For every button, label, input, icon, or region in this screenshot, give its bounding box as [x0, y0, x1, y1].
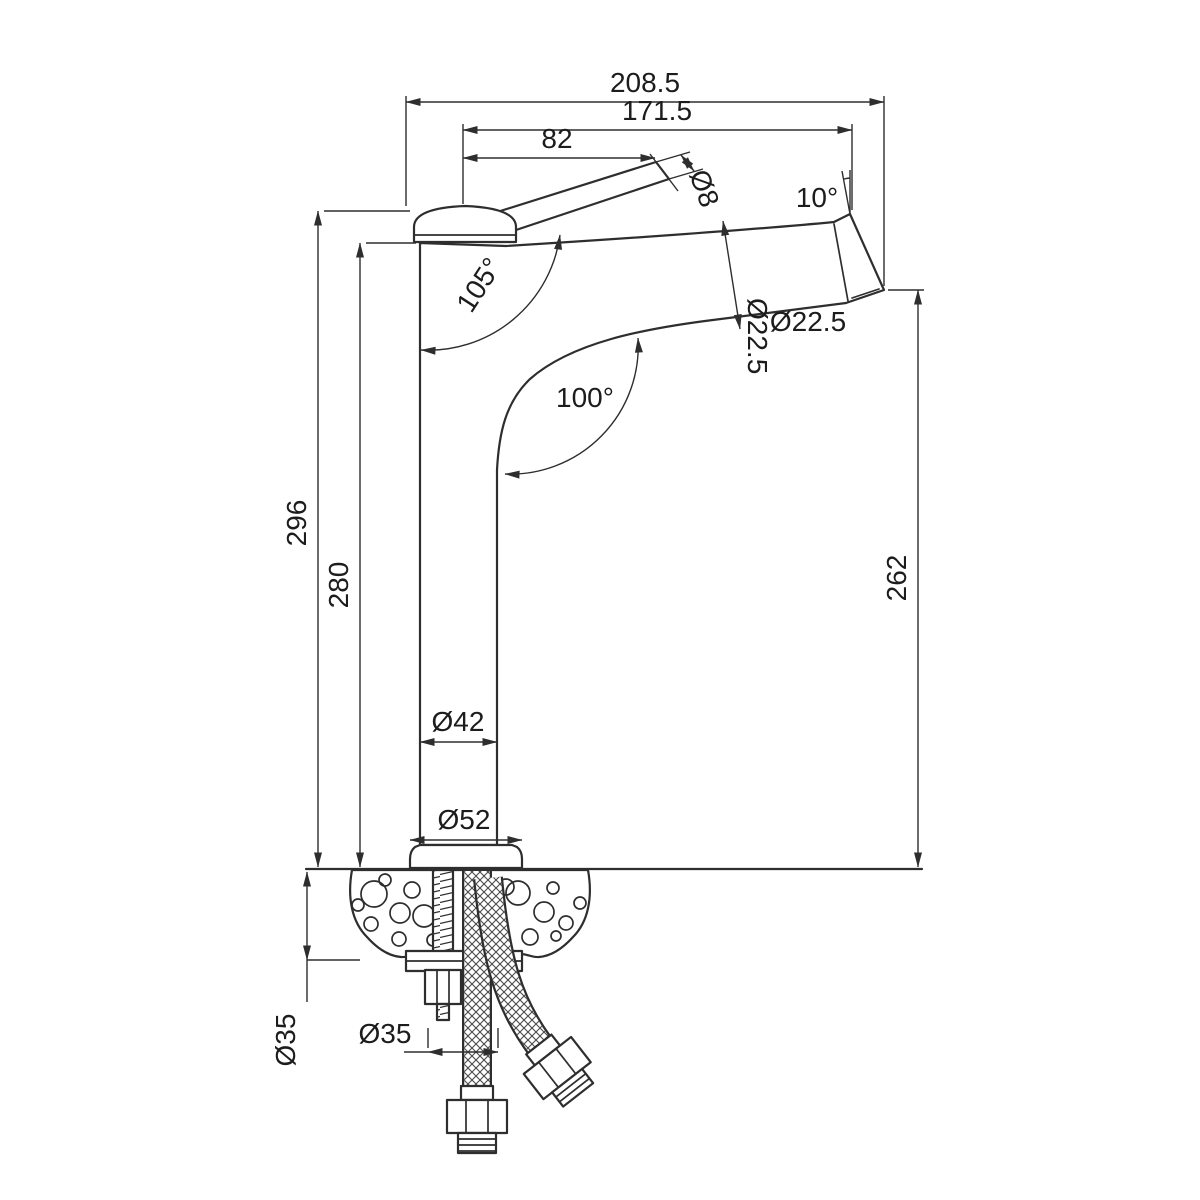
dimension-height-under-cap: 280 [323, 242, 416, 868]
handle-lever [492, 160, 671, 233]
dimension-overall-height: 296 [281, 210, 410, 868]
dimension-spout-projection: 171.5 [462, 95, 853, 210]
dimension-spout-tube-diameter: Ø22.5 Ø22.5 [721, 220, 846, 374]
handle-cap [412, 204, 518, 244]
spout-head-joint-line [833, 223, 849, 302]
dim-label-spout-projection: 171.5 [622, 95, 692, 126]
dim-label-total-projection: 208.5 [610, 67, 680, 98]
dim-label-mounting-stem-diameter: Ø35 [270, 1014, 301, 1067]
dimension-total-projection: 208.5 [405, 67, 885, 286]
dim-label-spout-to-body-angle: 100° [556, 382, 614, 413]
dimension-base-diameter: Ø52 [409, 804, 523, 844]
threaded-rod [431, 868, 455, 972]
mounting-nut [423, 968, 463, 1022]
dim-label-spout-tube-diameter: Ø22.5 [742, 298, 773, 374]
hose-fitting-curved [522, 1033, 595, 1108]
hose-fitting-straight [445, 1084, 509, 1155]
dim-label-outlet-tilt-angle: 10° [796, 182, 838, 213]
dimension-mounting-hole-diameter: Ø35 [359, 1018, 499, 1056]
dimension-handle-length: 82 [462, 123, 679, 192]
faucet-body [304, 160, 924, 871]
dim-label-base-diameter: Ø52 [438, 804, 491, 835]
flex-hose-curved [473, 876, 553, 1055]
dim-label-mounting-hole-diameter: Ø35 [359, 1018, 412, 1049]
base-flange [408, 843, 524, 870]
dimension-spout-to-body-angle: 100° [504, 337, 643, 479]
dim-label-spout-outlet-diameter: Ø22.5 [770, 306, 846, 337]
dim-label-body-diameter: Ø42 [432, 706, 485, 737]
dimension-outlet-height: 262 [881, 289, 924, 868]
dimension-body-diameter: Ø42 [419, 706, 498, 746]
dim-label-handle-length: 82 [541, 123, 572, 154]
mounting-hardware [349, 868, 595, 1155]
dim-label-outlet-height: 262 [881, 555, 912, 602]
dim-label-overall-height: 296 [281, 500, 312, 547]
dimension-handle-lever-diameter: Ø8 [655, 151, 725, 211]
dimension-mounting-stem-diameter: Ø35 [270, 871, 360, 1067]
dimension-outlet-tilt-angle: 10° [796, 170, 851, 215]
aerator-line [851, 288, 880, 299]
dim-label-height-under-cap: 280 [323, 562, 354, 609]
